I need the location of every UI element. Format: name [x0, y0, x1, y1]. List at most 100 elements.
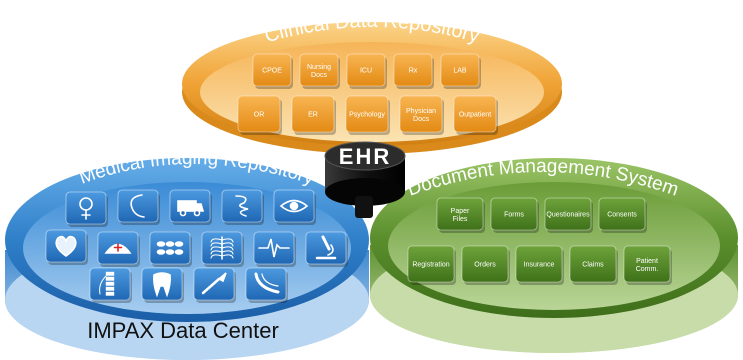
tile-box: [407, 245, 455, 283]
tile-clinical-lab: LAB: [440, 53, 481, 89]
tile-label: Patient: [636, 258, 658, 265]
tile-label: Consents: [607, 212, 637, 219]
ehr-top: [324, 141, 406, 171]
tile-documents-registration: Registration: [407, 245, 456, 285]
tile-label: Outpatient: [459, 112, 491, 119]
female-symbol-icon: [79, 197, 93, 220]
tile-box: [237, 95, 281, 133]
nurse-cap-icon: [104, 243, 132, 254]
tile-box: [399, 95, 443, 133]
tile-clinical-outpatient: Outpatient: [453, 95, 498, 135]
tile-box: [598, 197, 646, 231]
tile-box: [490, 197, 538, 231]
tile-box: [440, 53, 480, 87]
tile-box: [252, 53, 292, 87]
tile-label: Questionaires: [546, 212, 590, 219]
tile-label-line2: Comm.: [636, 266, 659, 273]
tile-box: [345, 95, 389, 133]
spine-xray-icon: [99, 271, 115, 296]
tile-label: Psychology: [349, 112, 385, 119]
tile-clinical-cpoe: CPOE: [252, 53, 293, 89]
tile-box: [544, 197, 592, 231]
ambulance-icon: [177, 200, 205, 217]
tile-clinical-rx: Rx: [393, 53, 434, 89]
tile-box: [305, 231, 347, 265]
ehr-bottom: [325, 178, 405, 206]
tile-scalpel: [193, 267, 236, 303]
tile-box: [623, 245, 671, 283]
foot-bones-icon: [254, 272, 280, 294]
tile-documents-insurance: Insurance: [515, 245, 564, 285]
tile-label: Registration: [412, 262, 449, 269]
tile-box: [436, 197, 484, 231]
tile-label: CPOE: [262, 68, 282, 75]
tile-tooth: [141, 267, 184, 303]
tile-label: OR: [254, 112, 265, 119]
tile-documents-forms: Forms: [490, 197, 539, 233]
tile-box: [245, 267, 287, 301]
tile-spine-xray: [89, 267, 132, 303]
tile-nurse-cap: [97, 231, 140, 267]
tile-box: [346, 53, 386, 87]
tile-chest-xray: [201, 231, 244, 267]
tile-label: Insurance: [524, 262, 555, 269]
tile-eye: [273, 189, 316, 225]
tile-label: Orders: [474, 262, 496, 269]
tile-ecg-wave: [253, 231, 296, 267]
tile-female-symbol: [65, 191, 108, 227]
tile-clinical-psychology: Psychology: [345, 95, 390, 135]
microscope-icon: [315, 235, 337, 260]
tile-documents-consents: Consents: [598, 197, 647, 233]
tile-label: Nursing: [307, 64, 331, 71]
tile-clinical-or: OR: [237, 95, 282, 135]
tile-box: [299, 53, 339, 87]
eye-icon: [279, 199, 309, 213]
tile-box: [393, 53, 433, 87]
ecg-wave-icon: [258, 238, 290, 258]
tile-label-line2: Files: [453, 216, 468, 223]
profile-silhouette-icon: [130, 194, 145, 218]
scalpel-icon: [201, 272, 227, 295]
tile-microscope: [305, 231, 348, 267]
tile-documents-questionaires: Questionaires: [544, 197, 593, 233]
tile-label: Paper: [451, 208, 470, 215]
imaging-footer: IMPAX Data Center: [87, 318, 279, 343]
tile-pills: [149, 231, 192, 267]
tile-box: [569, 245, 617, 283]
tile-heart: [45, 229, 88, 265]
tile-box: [117, 189, 159, 223]
digestive-system-icon: [235, 195, 249, 217]
tile-foot-bones: [245, 267, 288, 303]
medical-imaging-repository: Medical Imaging Repository IMPAX Data Ce…: [5, 148, 369, 360]
ehr-label: EHR: [339, 144, 391, 169]
tile-label: LAB: [453, 68, 467, 75]
ehr-connector: EHR: [324, 141, 406, 218]
chest-xray-icon: [210, 236, 234, 260]
tile-label: ICU: [360, 68, 372, 75]
tile-box: [253, 231, 295, 265]
tile-label-line2: Docs: [311, 72, 327, 79]
tile-box: [515, 245, 563, 283]
pills-icon: [156, 241, 184, 255]
heart-icon: [55, 235, 77, 257]
tile-digestive-system: [221, 189, 264, 225]
tile-documents-claims: Claims: [569, 245, 618, 285]
tile-box: [149, 231, 191, 265]
tile-label: Forms: [504, 212, 524, 219]
tile-ambulance: [169, 189, 212, 225]
tooth-icon: [153, 272, 171, 298]
tile-clinical-icu: ICU: [346, 53, 387, 89]
tile-label: Rx: [409, 68, 418, 75]
tile-box: [221, 189, 263, 223]
tile-box: [461, 245, 509, 283]
tile-box: [65, 191, 107, 225]
imaging-tiles: [45, 189, 348, 303]
